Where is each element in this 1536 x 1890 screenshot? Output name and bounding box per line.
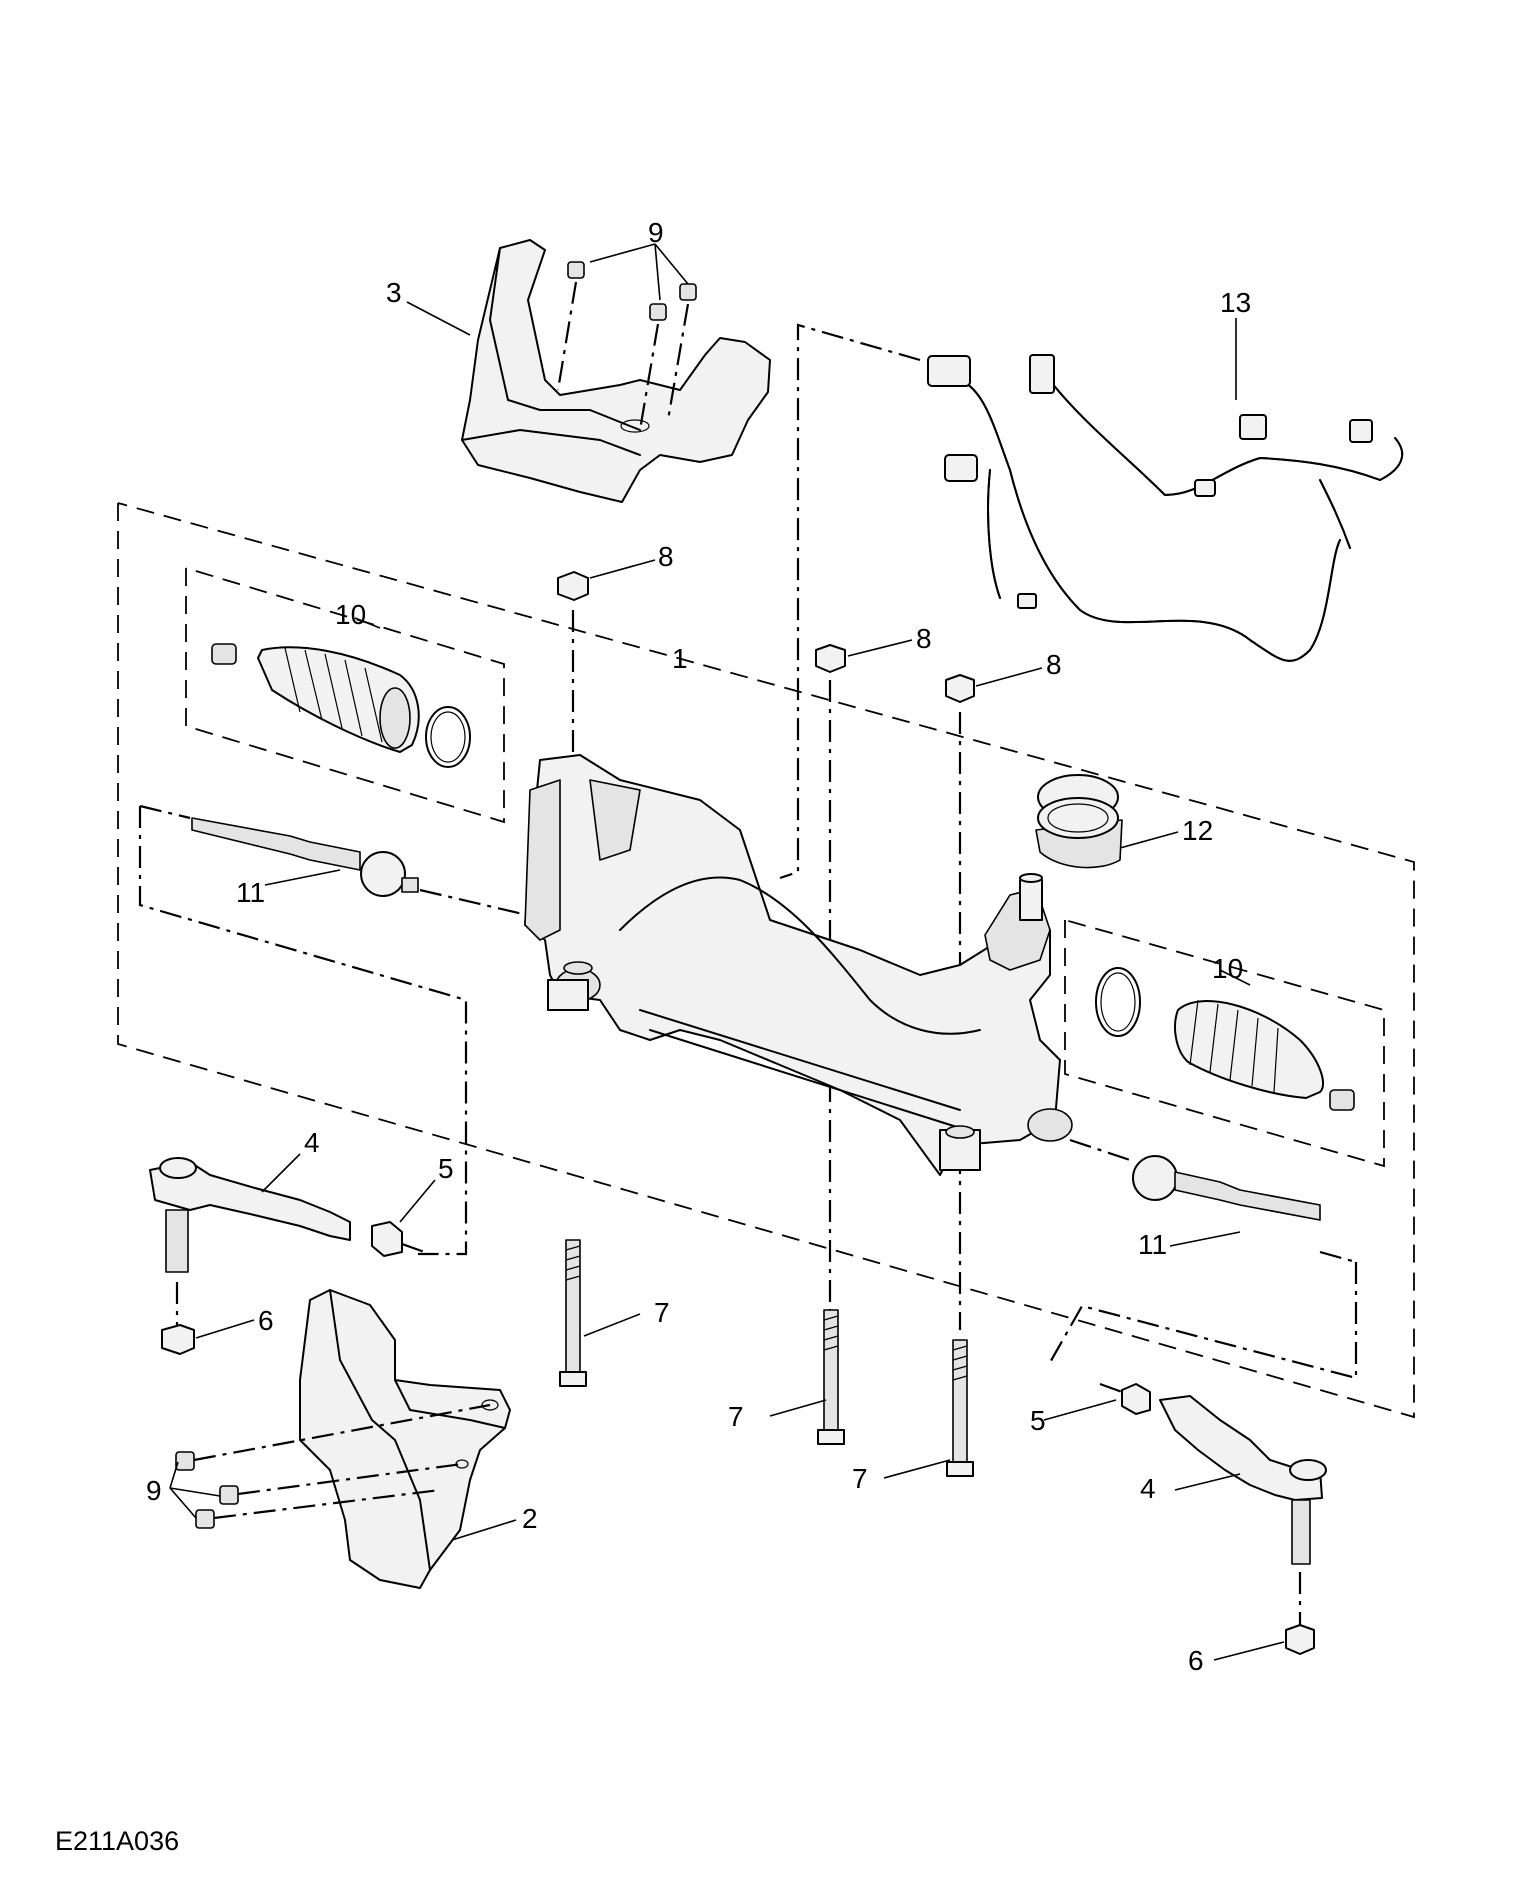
outer-tie-rod-end-left: [149, 1157, 351, 1325]
callout-8-a: 8: [658, 541, 674, 572]
inner-tie-rod-left: [191, 817, 541, 920]
wiring-harness: [927, 354, 1404, 662]
diagram-reference-code: E211A036: [55, 1826, 180, 1856]
callout-6-left: 6: [258, 1305, 274, 1336]
assembly-1-outline: [117, 502, 1415, 1419]
pinion-seal: [1035, 774, 1123, 869]
jam-nut-5-left: [371, 1221, 431, 1257]
screws-9-lower: [175, 1403, 491, 1529]
callout-7-b: 7: [728, 1401, 744, 1432]
lower-heat-shield: [299, 1289, 511, 1589]
outer-tie-rod-end-right: [1159, 1395, 1327, 1625]
callout-11-left: 11: [236, 877, 265, 908]
bolt-7-a: [559, 1239, 587, 1387]
callout-8-c: 8: [1046, 649, 1062, 680]
callout-4-right: 4: [1140, 1473, 1156, 1504]
callout-11-right: 11: [1138, 1229, 1167, 1260]
callout-8-b: 8: [916, 623, 932, 654]
callout-10-right: 10: [1212, 953, 1243, 984]
boot-kit-right-outline: [1064, 919, 1385, 1168]
nut-6-right: [1285, 1624, 1315, 1655]
callout-7-c: 7: [852, 1463, 868, 1494]
boot-kit-left-outline: [185, 567, 505, 824]
nut-6-left: [161, 1324, 195, 1355]
callout-9-lower: 9: [146, 1475, 162, 1506]
callout-9-upper: 9: [648, 217, 664, 248]
tie-rod-left-outline: [138, 804, 468, 1256]
callout-2: 2: [522, 1503, 538, 1534]
callout-labels: 9 3 13 8 10 1 8 8 12 11 10 4 5 11 6 7 7 …: [146, 217, 1251, 1676]
jam-nut-5-right: [1099, 1382, 1151, 1415]
callout-12: 12: [1182, 815, 1213, 846]
steering-rack-assembly: [524, 754, 1073, 1176]
bolt-7-c: [946, 1339, 974, 1477]
bolt-7-b: [817, 1309, 845, 1445]
callout-13: 13: [1220, 287, 1251, 318]
leader-lines: [169, 243, 1285, 1661]
callout-7-a: 7: [654, 1297, 670, 1328]
screws-9-upper: [556, 261, 697, 431]
inner-tie-rod-right: [1069, 1138, 1321, 1221]
upper-heat-shield: [461, 239, 771, 503]
callout-3: 3: [386, 277, 402, 308]
callout-1: 1: [672, 643, 688, 674]
tie-rod-right-outline: [1047, 1250, 1358, 1380]
callout-5-left: 5: [438, 1153, 454, 1184]
callout-5-right: 5: [1030, 1405, 1046, 1436]
callout-6-right: 6: [1188, 1645, 1204, 1676]
boot-kit-right: [1095, 967, 1355, 1111]
boot-kit-left: [211, 643, 471, 768]
callout-4-left: 4: [304, 1127, 320, 1158]
callout-10-left: 10: [335, 599, 366, 630]
harness-link-line: [779, 323, 921, 880]
